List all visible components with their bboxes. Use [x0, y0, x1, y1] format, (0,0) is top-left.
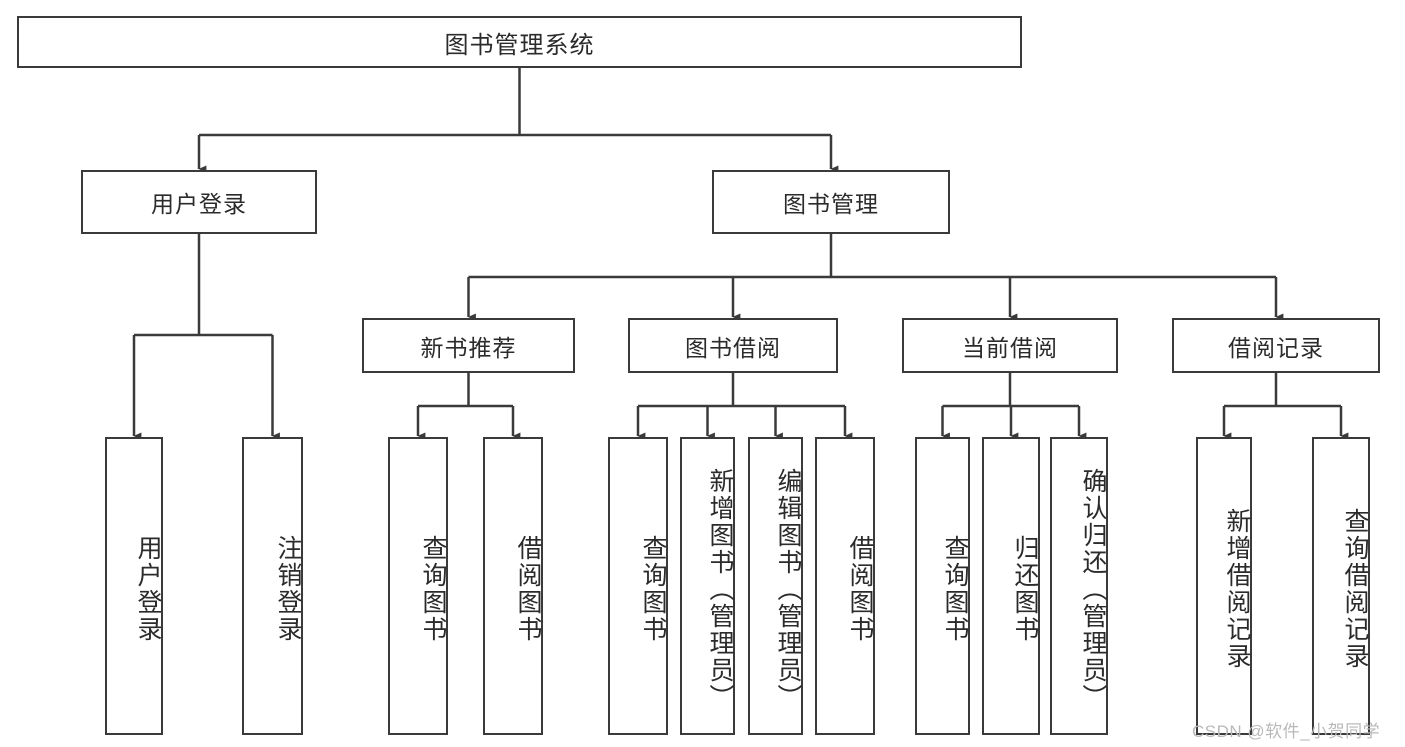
node-leaf-borrow-2[interactable]: 借阅图书	[815, 437, 875, 735]
node-label: 注销登录	[274, 535, 302, 643]
node-borrow-record[interactable]: 借阅记录	[1172, 318, 1380, 373]
node-leaf-edit-book[interactable]: 编辑图书（管理员）	[748, 437, 803, 735]
node-label: 查询图书	[639, 535, 667, 643]
node-leaf-query-rec[interactable]: 查询借阅记录	[1312, 437, 1370, 735]
node-leaf-return[interactable]: 归还图书	[982, 437, 1040, 735]
node-leaf-user-login[interactable]: 用户登录	[105, 437, 163, 735]
node-root[interactable]: 图书管理系统	[17, 16, 1022, 68]
node-label: 图书管理系统	[444, 31, 595, 59]
node-label: 用户登录	[134, 535, 162, 643]
node-label: 用户登录	[151, 191, 247, 217]
node-leaf-add-rec[interactable]: 新增借阅记录	[1196, 437, 1252, 735]
node-label: 查询借阅记录	[1341, 508, 1369, 670]
node-label: 查询图书	[419, 535, 447, 643]
node-label: 借阅图书	[514, 535, 542, 643]
node-leaf-confirm[interactable]: 确认归还（管理员）	[1050, 437, 1108, 735]
node-label: 新增借阅记录	[1223, 508, 1251, 670]
node-label: 编辑图书（管理员）	[774, 467, 802, 711]
node-label: 图书借阅	[685, 334, 781, 361]
node-label: 当前借阅	[962, 334, 1058, 361]
node-book-manage[interactable]: 图书管理	[712, 170, 950, 234]
node-book-borrow[interactable]: 图书借阅	[628, 318, 838, 373]
node-label: 新书推荐	[420, 334, 517, 361]
node-leaf-query-2[interactable]: 查询图书	[608, 437, 668, 735]
node-leaf-borrow-1[interactable]: 借阅图书	[483, 437, 543, 735]
node-leaf-add-book[interactable]: 新增图书（管理员）	[680, 437, 735, 735]
node-label: 借阅图书	[846, 535, 874, 643]
node-label: 图书管理	[783, 191, 879, 217]
node-label: 借阅记录	[1228, 334, 1324, 361]
node-label: 确认归还（管理员）	[1079, 467, 1107, 711]
node-leaf-query-1[interactable]: 查询图书	[388, 437, 448, 735]
node-label: 查询图书	[941, 535, 969, 643]
node-current-borrow[interactable]: 当前借阅	[902, 318, 1118, 373]
node-leaf-logout[interactable]: 注销登录	[242, 437, 303, 735]
node-leaf-query-3[interactable]: 查询图书	[915, 437, 970, 735]
node-new-book-rec[interactable]: 新书推荐	[362, 318, 575, 373]
node-label: 归还图书	[1011, 535, 1039, 643]
node-label: 新增图书（管理员）	[706, 467, 734, 711]
node-user-login[interactable]: 用户登录	[81, 170, 317, 234]
